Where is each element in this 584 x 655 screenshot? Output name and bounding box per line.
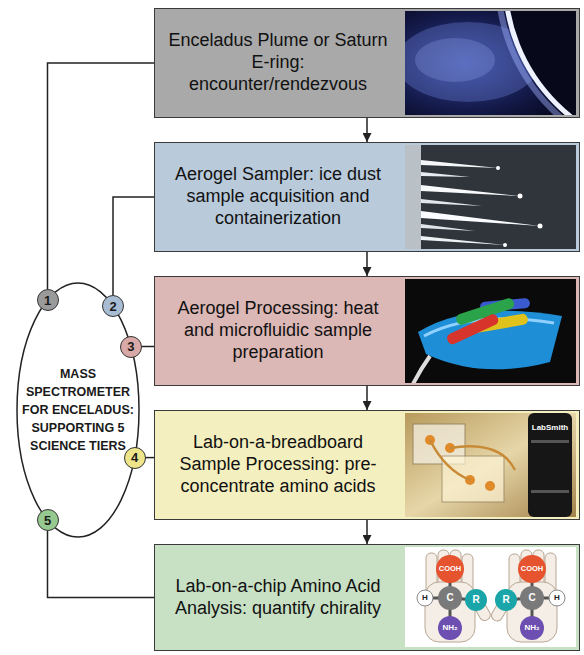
breadboard-photo-part (531, 440, 569, 443)
tier-number: 1 (44, 294, 51, 307)
breadboard-photo-part (531, 490, 569, 493)
tier-number-circle: 2 (102, 295, 124, 317)
hand-outline-part (507, 582, 557, 642)
hand-outline (425, 550, 557, 642)
aerogel-photo-part (421, 172, 470, 177)
breadboard-photo-part (528, 413, 572, 517)
flow-arrow (366, 118, 368, 142)
box-text: Enceladus Plume or Saturn E-ring: encoun… (161, 30, 395, 96)
molecule-label: NH₂ (524, 624, 539, 632)
atom-ball-part (520, 616, 544, 640)
aerogel-photo (405, 145, 576, 249)
box-text: Lab-on-a-breadboard Sample Processing: p… (161, 432, 395, 498)
atom-ball-part (520, 586, 544, 610)
aerogel-photo-part (538, 224, 543, 229)
aerogel-photo-part (421, 211, 540, 226)
flow-arrow (366, 252, 368, 276)
flow-arrow (366, 386, 368, 410)
tier-number-circle: 3 (120, 336, 142, 358)
aerogel-photo-part (496, 166, 500, 170)
tier-link (146, 457, 154, 459)
breadboard-photo-part (450, 446, 515, 470)
tier-link (142, 346, 154, 348)
aerogel-photo-part (421, 160, 498, 168)
crayon-photo (405, 279, 576, 383)
atom-ball-part (438, 616, 462, 640)
tier-link (48, 63, 155, 289)
plume-photo-part (505, 11, 576, 115)
ellipse-text: MASS SPECTROMETER FOR ENCELADUS: SUPPORT… (20, 365, 136, 455)
molecule-label: H (422, 594, 428, 602)
molecule-label: COOH (521, 565, 544, 573)
molecule-label: C (528, 593, 535, 603)
atom-ball-part (417, 590, 433, 606)
crayon-photo-part (445, 313, 499, 346)
instrument-ellipse: MASS SPECTROMETER FOR ENCELADUS: SUPPORT… (16, 282, 140, 538)
tier-link (113, 197, 154, 295)
box-text: Aerogel Sampler: ice dust sample acquisi… (161, 164, 395, 230)
tier-number: 2 (109, 300, 116, 313)
crayon-photo-part (412, 356, 430, 383)
aerogel-photo-part (405, 145, 576, 249)
atom-ball (417, 555, 565, 640)
tier-number-circle: 1 (37, 289, 59, 311)
chirality-figure-part (405, 547, 576, 647)
atom-ball-part (495, 589, 517, 611)
breadboard-photo-part (442, 456, 504, 502)
crayon-photo-part (405, 279, 576, 383)
hand-outline-part (425, 582, 475, 642)
aerogel-photo-part (421, 199, 482, 206)
aerogel-photo-part (405, 145, 421, 249)
molecule-label: COOH (439, 565, 462, 573)
aerogel-photo-part (421, 236, 505, 245)
atom-ball-part (436, 555, 464, 583)
atom-ball-part (549, 590, 565, 606)
box-text: Lab-on-a-chip Amino Acid Analysis: quant… (161, 576, 395, 620)
aerogel-photo-part (421, 185, 520, 196)
tier-number-circle: 5 (37, 509, 59, 531)
ellipse-outline (17, 283, 139, 537)
breadboard-photo-part (485, 481, 495, 491)
plume-photo (405, 11, 576, 115)
tier-number: 3 (127, 340, 134, 353)
box-text: Aerogel Processing: heat and microfluidi… (161, 298, 395, 364)
atom-ball-part (438, 586, 462, 610)
flow-arrow (366, 520, 368, 544)
molecule-label: H (554, 594, 560, 602)
tier-number-circle: 4 (124, 447, 146, 469)
tier-link (48, 531, 155, 598)
aerogel-photo-part (421, 224, 475, 231)
molecule-label: C (446, 593, 453, 603)
tier-number: 4 (131, 451, 138, 464)
atom-ball-part (518, 555, 546, 583)
breadboard-photo (405, 413, 576, 517)
tier-number: 5 (44, 514, 51, 527)
device-label: LabSmith (532, 424, 568, 432)
molecule-label: NH₂ (442, 624, 457, 632)
molecule-label: R (472, 595, 479, 605)
atom-ball-part (465, 589, 487, 611)
breadboard-photo-part (405, 413, 576, 517)
chirality-figure (405, 547, 576, 647)
molecule-label: R (502, 595, 509, 605)
plume-photo-part (415, 38, 495, 82)
aerogel-photo-part (518, 194, 523, 199)
crayon-photo-part (418, 311, 562, 370)
plume-photo-part (498, 11, 576, 115)
aerogel-photo-part (503, 243, 507, 247)
